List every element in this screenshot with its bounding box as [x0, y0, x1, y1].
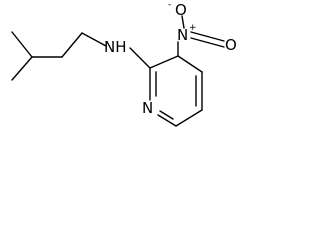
nitro-oxygen-top-label: O [175, 1, 187, 19]
nitro-oxygen-top-charge: - [168, 0, 171, 10]
bond-nitro-o-right-1 [190, 31, 225, 42]
bond-chain-2 [61, 32, 83, 58]
ring-bond-c3-c4 [177, 55, 203, 73]
ring-bond-c6-n1 [157, 114, 177, 127]
bond-nitro-o-top [181, 15, 185, 29]
bond-nitro-o-right-2 [190, 37, 225, 48]
ring-bond-c6-n1-inner [159, 110, 174, 120]
nitro-nitrogen-charge: + [189, 23, 197, 33]
bond-methyl-left [11, 31, 33, 58]
molecule-drawing: NH N N + O - O [11, 0, 237, 127]
nitro-nitrogen-label: N [177, 26, 188, 44]
ring-bond-c2-c3 [149, 55, 179, 69]
bond-chain-3 [81, 32, 107, 47]
ring-nitrogen-label: N [142, 99, 153, 117]
structure-diagram: NH N N + O - O [0, 0, 252, 152]
nitro-oxygen-right-label: O [225, 36, 237, 54]
amine-label: NH [104, 38, 127, 56]
ring-bond-c5-c6 [175, 109, 203, 127]
bond-methyl-down [11, 56, 33, 81]
bond-nh-ring [129, 47, 151, 69]
